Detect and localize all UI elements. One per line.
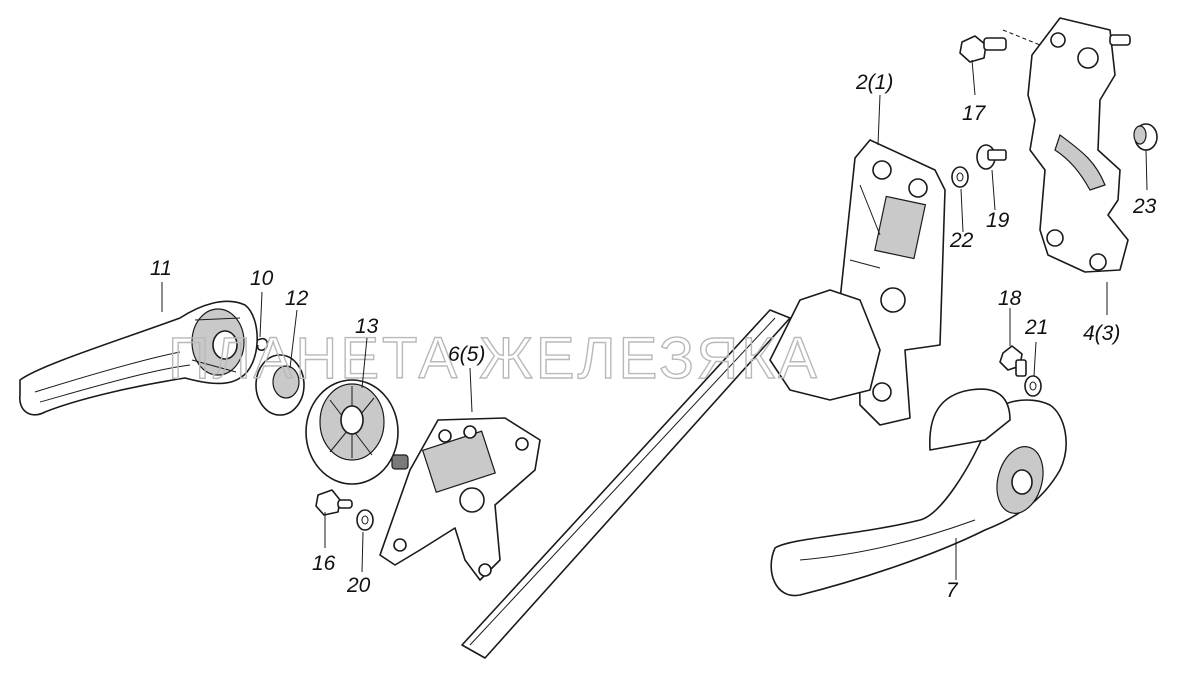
part-18-screw xyxy=(999,345,1027,377)
callout-17: 17 xyxy=(962,102,987,125)
callout-22: 22 xyxy=(949,229,974,252)
link-rod xyxy=(461,309,791,659)
part-7-outer-handle xyxy=(770,388,1067,597)
part-11-inner-handle xyxy=(19,300,258,416)
part-6-5-mechanism xyxy=(379,417,541,581)
part-12-escutcheon xyxy=(255,354,305,416)
callout-12: 12 xyxy=(285,287,309,310)
callout-13: 13 xyxy=(355,315,379,338)
callout-4-3: 4(3) xyxy=(1083,322,1120,345)
callout-labels: 11 10 12 13 6(5) 16 20 2(1) 17 22 19 23 … xyxy=(150,71,1157,602)
callout-6-5: 6(5) xyxy=(448,343,485,366)
callout-21: 21 xyxy=(1024,316,1048,339)
callout-2-1: 2(1) xyxy=(855,71,893,94)
part-17-bolt xyxy=(959,35,1007,63)
callout-23: 23 xyxy=(1132,195,1157,218)
part-22-washer xyxy=(951,166,969,188)
part-19-screw xyxy=(976,144,1007,170)
watermark-text: ПЛАНЕТА ЖЕЛЕЗЯКА xyxy=(168,326,820,391)
callout-10: 10 xyxy=(250,267,274,290)
part-23-plug xyxy=(1133,123,1158,151)
callout-7: 7 xyxy=(946,579,959,602)
leader-lines xyxy=(161,59,1148,580)
callout-19: 19 xyxy=(986,209,1010,232)
part-21-washer xyxy=(1024,375,1042,397)
callout-11: 11 xyxy=(150,257,172,280)
callout-16: 16 xyxy=(312,552,336,575)
part-10-clip xyxy=(256,337,269,351)
callout-18: 18 xyxy=(998,287,1022,310)
callout-20: 20 xyxy=(346,574,371,597)
part-16-bolt xyxy=(315,489,353,516)
part-4-3-latch xyxy=(1002,17,1131,273)
part-20-washer xyxy=(356,509,374,531)
part-2-1-lock-plate xyxy=(769,139,946,426)
part-13-cup xyxy=(305,379,399,485)
